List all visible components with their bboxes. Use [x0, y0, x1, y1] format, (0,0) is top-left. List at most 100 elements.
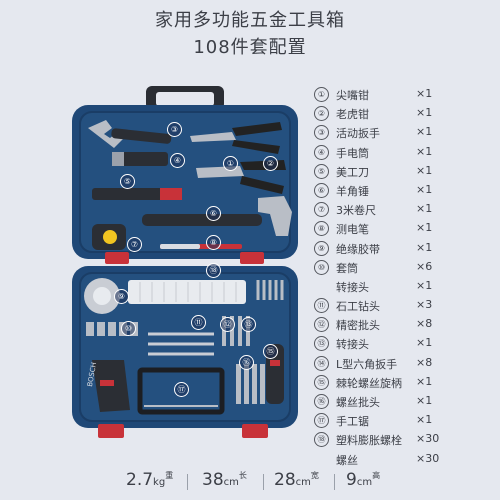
item-name: 石工钻头 [336, 300, 380, 314]
voltage-tester-icon [160, 244, 242, 249]
callout-15: ⑮ [263, 344, 278, 359]
height-label: 高 [372, 471, 381, 480]
length-unit: cm [223, 477, 239, 488]
item-number: ⑯ [314, 394, 329, 409]
item-number: ⑥ [314, 182, 329, 198]
item-quantity: ×1 [416, 144, 433, 158]
callout-8: ⑧ [206, 235, 221, 250]
item-name: 塑料膨胀螺栓 [336, 434, 402, 448]
item-name: 转接头 [336, 338, 369, 352]
item-quantity: ×8 [416, 317, 433, 331]
list-item: ⑧ 测电笔 ×1 [312, 220, 492, 239]
item-name: 美工刀 [336, 165, 369, 179]
callout-11: ⑪ [191, 315, 206, 330]
item-number: ② [314, 106, 329, 122]
callout-18: ⑱ [206, 263, 221, 278]
item-number: ① [314, 87, 329, 102]
screwdriver-bits-icon [236, 364, 265, 404]
insulating-tape-icon [84, 278, 120, 314]
item-quantity: ×3 [416, 298, 433, 312]
page-title: 家用多功能五金工具箱 [155, 10, 345, 31]
item-number: ⑧ [314, 221, 329, 237]
item-name: 螺丝批头 [336, 396, 380, 409]
item-number: ⑭ [314, 355, 329, 371]
callout-2: ② [263, 156, 278, 171]
item-quantity: ×1 [416, 336, 433, 350]
item-number: ⑱ [314, 432, 329, 448]
item-name: 手电筒 [336, 146, 369, 160]
item-name: 螺丝 [336, 453, 358, 467]
spec-bar: 2.7kg重 38cm长 28cm宽 9cm高 [0, 470, 500, 494]
callout-4: ④ [170, 153, 185, 168]
spec-divider [334, 474, 335, 490]
callout-5: ⑤ [120, 174, 135, 189]
length-value: 38 [202, 470, 224, 490]
item-number: ⑤ [314, 163, 329, 179]
height-value: 9 [346, 470, 357, 490]
item-name: 手工锯 [336, 415, 369, 429]
needle-nose-pliers-icon [190, 122, 282, 154]
spec-length: 38cm长 [202, 470, 247, 490]
list-item: 螺丝 ×30 [312, 451, 492, 470]
callout-9: ⑨ [114, 289, 129, 304]
item-name: 绝缘胶带 [336, 242, 380, 256]
item-quantity: ×1 [416, 221, 433, 235]
item-number: ⑬ [314, 336, 329, 352]
item-name: 老虎钳 [336, 108, 369, 122]
callout-17: ⑰ [174, 382, 189, 397]
item-number: ⑩ [314, 259, 329, 275]
hammer-icon [142, 196, 292, 236]
item-name: 尖嘴钳 [336, 89, 369, 102]
item-name: 3米卷尺 [336, 204, 376, 218]
spec-divider [187, 474, 188, 490]
hand-saw-icon [137, 367, 225, 415]
item-quantity: ×6 [416, 259, 433, 273]
item-quantity: ×1 [416, 374, 433, 388]
list-item: ⑬ 转接头 ×1 [312, 335, 492, 354]
list-item: ⑨ 绝缘胶带 ×1 [312, 240, 492, 259]
list-item: ⑯ 螺丝批头 ×1 [312, 393, 492, 412]
tape-measure-icon [92, 224, 126, 250]
spec-height: 9cm高 [346, 470, 380, 490]
item-quantity: ×1 [416, 394, 433, 407]
item-quantity: ×1 [416, 278, 433, 292]
list-item: 转接头 ×1 [312, 278, 492, 297]
callout-1: ① [223, 156, 238, 171]
list-item: ⑭ L型六角扳手 ×8 [312, 355, 492, 374]
page-subtitle: 108件套配置 [193, 37, 307, 58]
item-quantity: ×1 [416, 240, 433, 254]
ratchet-handle-icon [266, 344, 284, 404]
item-quantity: ×1 [416, 106, 433, 120]
utility-knife-icon [92, 188, 182, 200]
item-name: 转接头 [336, 280, 369, 294]
adjustable-wrench-icon [88, 120, 172, 148]
callout-7: ⑦ [127, 237, 142, 252]
spec-divider [263, 474, 264, 490]
item-name: 测电笔 [336, 223, 369, 237]
callout-13: ⑬ [241, 317, 256, 332]
hex-keys-icon [256, 280, 284, 300]
item-number: ③ [314, 125, 329, 141]
length-label: 长 [238, 471, 247, 480]
item-quantity: ×8 [416, 355, 433, 369]
item-number: ⑮ [314, 374, 329, 390]
item-name: 羊角锤 [336, 184, 369, 198]
list-item: ① 尖嘴钳 ×1 [312, 86, 492, 105]
item-number: ⑨ [314, 240, 329, 256]
spec-weight: 2.7kg重 [126, 470, 173, 490]
item-quantity: ×1 [416, 125, 433, 139]
item-quantity: ×30 [416, 451, 440, 465]
item-quantity: ×1 [416, 87, 433, 100]
callout-16: ⑯ [239, 355, 254, 370]
masonry-drill-bits-icon [148, 332, 214, 356]
item-name: L型六角扳手 [336, 357, 398, 371]
toolbox-illustration [72, 86, 298, 438]
